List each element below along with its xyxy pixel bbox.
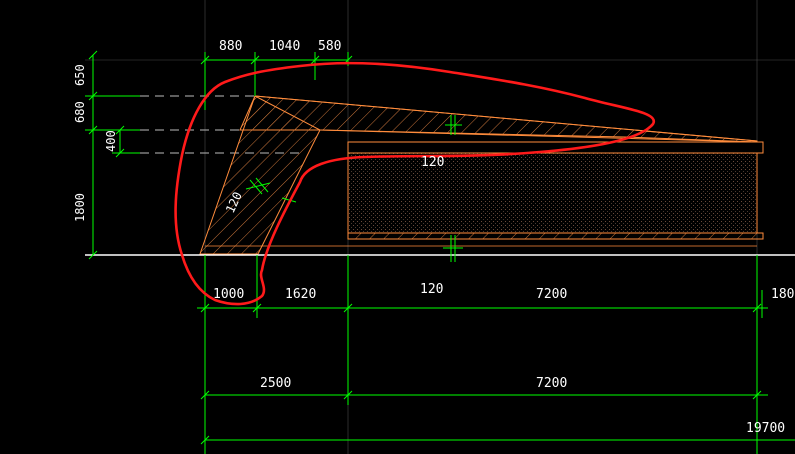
dim-overall-19700: 19700: [746, 421, 785, 436]
bottom-hatched-strip: [347, 232, 764, 240]
dim-bottom-1620: 1620: [285, 287, 316, 302]
inclined-column: [199, 95, 321, 255]
dim-left-680: 680: [73, 101, 87, 123]
section-label-beam: 120: [421, 155, 444, 170]
dotted-fill-body: [347, 152, 758, 234]
dim-bottom-7200: 7200: [536, 287, 567, 302]
left-dimension-line: [85, 50, 140, 260]
top-dimension-line: [200, 52, 353, 110]
dim-left-650: 650: [73, 64, 87, 86]
dim-bottom-120: 120: [420, 282, 443, 297]
section-marks: [245, 115, 463, 262]
dim-bottom-7200-total: 7200: [536, 376, 567, 391]
dim-left-1800: 1800: [73, 193, 87, 222]
bottom-dimension-lines: [197, 255, 795, 454]
dim-bottom-2500: 2500: [260, 376, 291, 391]
dim-bottom-1000: 1000: [213, 287, 244, 302]
slab-top-edge: [254, 95, 758, 142]
dim-bottom-180: 180: [771, 287, 794, 302]
dim-left-400: 400: [104, 130, 118, 152]
dim-top-580: 580: [318, 39, 341, 54]
dim-top-1040: 1040: [269, 39, 300, 54]
red-markup-outline: [174, 61, 656, 306]
slab-bottom-edge: [319, 129, 758, 143]
dim-top-880: 880: [219, 39, 242, 54]
